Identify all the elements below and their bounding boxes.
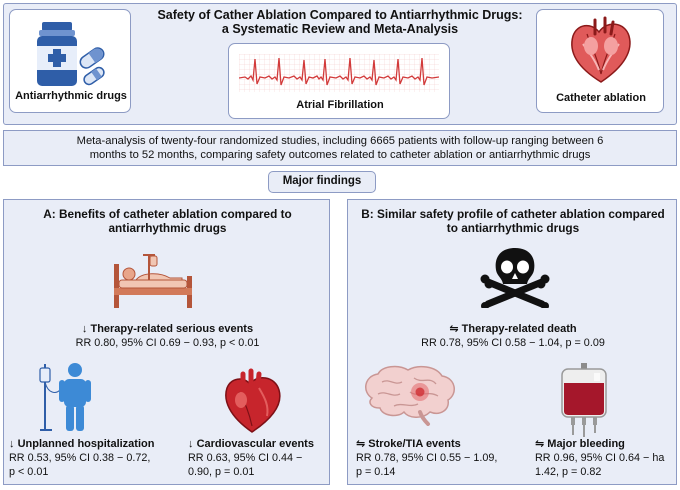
title-line-2: a Systematic Review and Meta-Analysis: [221, 22, 459, 36]
major-bleeding-metric: ⇋ Major bleeding RR 0.96, 95% CI 0.64 − …: [535, 437, 675, 479]
cardiovascular-events-label: Cardiovascular events: [196, 438, 314, 450]
section-b-heading: B: Similar safety profile of catheter ab…: [348, 207, 678, 235]
section-b-heading-line-1: B: Similar safety profile of catheter ab…: [361, 207, 665, 221]
hospitalization-value-line-1: RR 0.53, 95% CI 0.38 − 0.72,: [9, 452, 151, 464]
hospitalization-title: ↓ Unplanned hospitalization: [9, 437, 174, 451]
decrease-arrow-icon: ↓: [188, 438, 194, 450]
equivalence-arrow-icon: ⇋: [449, 323, 459, 335]
summary-line-1: Meta-analysis of twenty-four randomized …: [76, 135, 604, 147]
page-title: Safety of Cather Ablation Compared to An…: [120, 8, 560, 36]
serious-events-metric: ↓ Therapy-related serious events RR 0.80…: [4, 322, 331, 350]
section-b-panel: B: Similar safety profile of catheter ab…: [347, 199, 677, 485]
study-summary: Meta-analysis of twenty-four randomized …: [3, 130, 677, 166]
major-findings-label: Major findings: [268, 171, 376, 193]
equivalence-arrow-icon: ⇋: [535, 438, 545, 450]
therapy-death-title: ⇋ Therapy-related death: [348, 322, 678, 336]
atrial-fibrillation-card: Atrial Fibrillation: [228, 43, 450, 119]
cardiovascular-events-value-line-2: 0.90, p = 0.01: [188, 466, 255, 478]
equivalence-arrow-icon: ⇋: [356, 438, 366, 450]
blood-bag-icon: [561, 363, 607, 437]
title-line-1: Safety of Cather Ablation Compared to An…: [157, 8, 523, 22]
decrease-arrow-icon: ↓: [81, 323, 88, 335]
hospitalization-label: Unplanned hospitalization: [17, 438, 155, 450]
decrease-arrow-icon: ↓: [9, 438, 15, 450]
catheter-ablation-label: Catheter ablation: [556, 92, 646, 104]
stroke-tia-value-line-2: p = 0.14: [356, 466, 396, 478]
major-bleeding-value-line-1: RR 0.96, 95% CI 0.64 − ha: [535, 452, 665, 464]
summary-line-2: months to 52 months, comparing safety ou…: [89, 149, 591, 161]
antiarrhythmic-drugs-card: Antiarrhythmic drugs: [9, 9, 131, 113]
hospitalization-value-line-2: p < 0.01: [9, 466, 49, 478]
section-a-heading-line-2: antiarrhythmic drugs: [108, 221, 227, 235]
stroke-tia-metric: ⇋ Stroke/TIA events RR 0.78, 95% CI 0.55…: [356, 437, 526, 479]
cardiovascular-events-title: ↓ Cardiovascular events: [188, 437, 328, 451]
patient-iv-icon: [39, 363, 91, 431]
serious-events-label: Therapy-related serious events: [90, 323, 254, 335]
therapy-death-metric: ⇋ Therapy-related death RR 0.78, 95% CI …: [348, 322, 678, 350]
antiarrhythmic-drugs-label: Antiarrhythmic drugs: [15, 90, 127, 102]
therapy-death-label: Therapy-related death: [461, 323, 577, 335]
major-bleeding-label: Major bleeding: [547, 438, 625, 450]
heart-anatomy-icon: [571, 16, 631, 83]
serious-events-value: RR 0.80, 95% CI 0.69 − 0.93, p < 0.01: [75, 337, 260, 349]
hospitalization-metric: ↓ Unplanned hospitalization RR 0.53, 95%…: [9, 437, 174, 479]
major-bleeding-value-line-2: 1.42, p = 0.82: [535, 466, 602, 478]
section-b-heading-line-2: to antiarrhythmic drugs: [446, 221, 580, 235]
atrial-fibrillation-label: Atrial Fibrillation: [296, 99, 384, 111]
pill-bottle-icon: [37, 22, 105, 86]
stroke-tia-title: ⇋ Stroke/TIA events: [356, 437, 526, 451]
cardiovascular-events-metric: ↓ Cardiovascular events RR 0.63, 95% CI …: [188, 437, 328, 479]
serious-events-title: ↓ Therapy-related serious events: [4, 322, 331, 336]
catheter-ablation-card: Catheter ablation: [536, 9, 664, 113]
brain-icon: [365, 365, 455, 426]
therapy-death-value: RR 0.78, 95% CI 0.58 − 1.04, p = 0.09: [421, 337, 605, 349]
section-a-panel: A: Benefits of catheter ablation compare…: [3, 199, 330, 485]
hospital-bed-icon: [114, 254, 192, 308]
stroke-tia-value-line-1: RR 0.78, 95% CI 0.55 − 1.09,: [356, 452, 498, 464]
ecg-icon: [239, 54, 439, 92]
heart-icon: [225, 368, 281, 433]
stroke-tia-label: Stroke/TIA events: [368, 438, 461, 450]
cardiovascular-events-value-line-1: RR 0.63, 95% CI 0.44 −: [188, 452, 303, 464]
major-bleeding-title: ⇋ Major bleeding: [535, 437, 675, 451]
section-a-heading: A: Benefits of catheter ablation compare…: [4, 207, 331, 235]
section-a-heading-line-1: A: Benefits of catheter ablation compare…: [43, 207, 292, 221]
skull-crossbones-icon: [480, 248, 550, 308]
